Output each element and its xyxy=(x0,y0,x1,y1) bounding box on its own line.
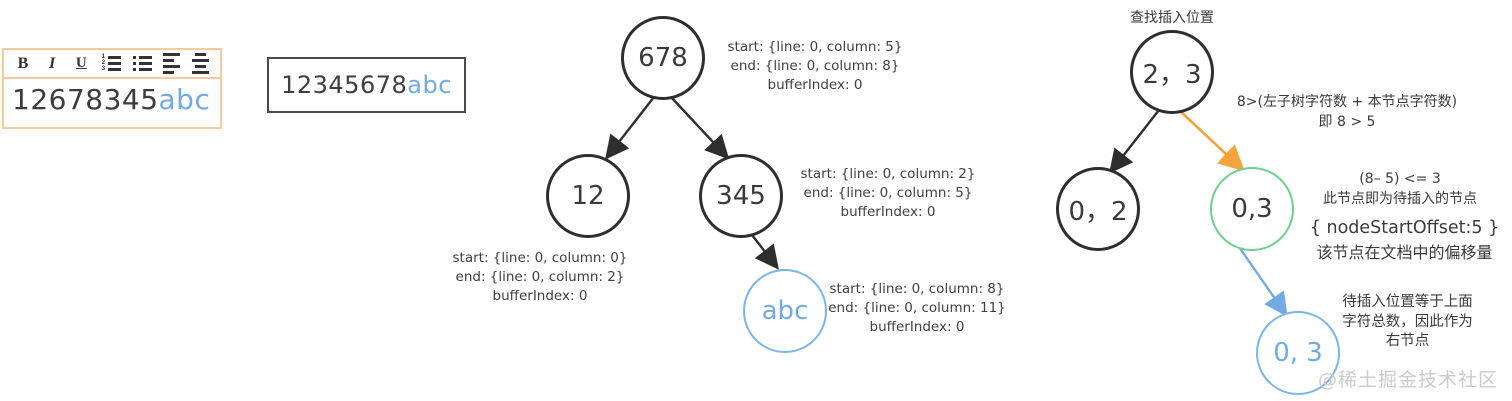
underline-button[interactable]: U xyxy=(72,54,90,74)
ordered-list-button[interactable]: 1 2 3 xyxy=(101,54,122,74)
buffer-pending: abc xyxy=(407,71,452,99)
tree2-node-left: 0，2 xyxy=(1056,167,1140,251)
tree1-node-678: 678 xyxy=(621,16,705,100)
bullet-list-button[interactable] xyxy=(132,54,152,74)
tree1-node-678-label: 678 xyxy=(638,43,688,73)
tree2-anno-right: (8– 5) <= 3 此节点即为待插入的节点 xyxy=(1323,171,1477,207)
tree1-node-12-label: 12 xyxy=(571,181,605,211)
edge-345-abc xyxy=(751,234,779,270)
align-left-icon xyxy=(163,53,181,74)
bullet-list-icon xyxy=(132,56,152,71)
tree1-anno-345: start: {line: 0, column: 2} end: {line: … xyxy=(800,166,976,220)
italic-icon: I xyxy=(49,54,56,72)
tree1-node-abc: abc xyxy=(743,269,827,353)
tree1-anno-678: start: {line: 0, column: 5} end: {line: … xyxy=(727,39,903,93)
align-center-icon xyxy=(192,53,210,74)
align-center-button[interactable] xyxy=(192,53,210,74)
edge-23-02 xyxy=(1109,109,1160,174)
align-left-button[interactable] xyxy=(163,53,181,74)
underline-icon: U xyxy=(75,55,87,71)
edge-678-12 xyxy=(605,96,655,160)
bold-icon: B xyxy=(17,54,29,72)
tree2-anno-offset: { nodeStartOffset:5 } 该节点在文档中的偏移量 xyxy=(1309,218,1500,262)
tree1-node-345: 345 xyxy=(699,154,783,238)
editor-text-committed: 12678345 xyxy=(12,83,159,116)
tree2-node-root-label: 2，3 xyxy=(1142,59,1202,90)
editor-text-pending: abc xyxy=(158,83,211,116)
edge-03-leaf-blue xyxy=(1238,246,1288,317)
tree2-node-root: 2，3 xyxy=(1130,30,1214,114)
edge-678-345 xyxy=(670,96,730,160)
tree2-node-left-label: 0，2 xyxy=(1068,196,1128,227)
bold-button[interactable]: B xyxy=(14,54,32,74)
tree2-node-leaf: 0, 3 xyxy=(1256,311,1340,395)
italic-button[interactable]: I xyxy=(43,54,61,74)
tree2-title: 查找插入位置 xyxy=(1130,10,1214,26)
tree2-anno-leaf: 待插入位置等于上面 字符总数，因此作为 右节点 xyxy=(1342,294,1473,349)
editor-toolbar: B I U 1 2 3 xyxy=(4,50,220,79)
tree2-node-leaf-label: 0, 3 xyxy=(1273,338,1323,368)
tree2-node-right: 0,3 xyxy=(1210,167,1294,251)
rich-text-editor: B I U 1 2 3 xyxy=(2,48,222,129)
tree1-node-345-label: 345 xyxy=(716,181,766,211)
tree1-node-12: 12 xyxy=(546,154,630,238)
tree2-anno-root: 8>(左子树字符数 + 本节点字符数) 即 8 > 5 xyxy=(1236,94,1458,130)
tree1-anno-abc: start: {line: 0, column: 8} end: {line: … xyxy=(828,281,1006,335)
tree2-node-right-label: 0,3 xyxy=(1231,194,1273,224)
watermark: @稀土掘金技术社区 xyxy=(1318,369,1499,391)
tree1-anno-12: start: {line: 0, column: 0} end: {line: … xyxy=(452,250,628,304)
ordered-list-icon: 1 2 3 xyxy=(101,54,122,72)
editor-content[interactable]: 12678345abc xyxy=(4,79,220,120)
tree1-node-abc-label: abc xyxy=(761,296,809,326)
buffer-committed: 12345678 xyxy=(281,71,408,99)
